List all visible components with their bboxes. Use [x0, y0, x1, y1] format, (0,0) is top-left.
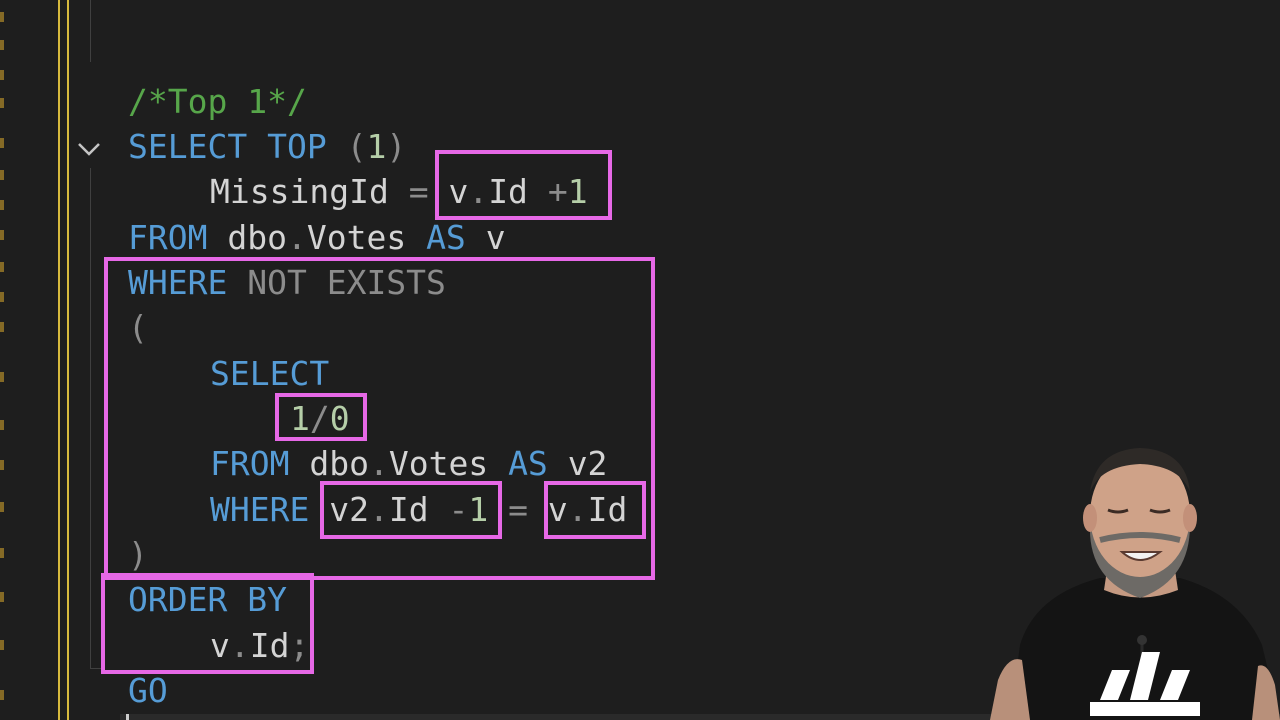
identifier-token: Votes: [306, 218, 407, 257]
code-line-open-paren[interactable]: (: [128, 308, 148, 348]
semicolon-token: ;: [289, 626, 310, 665]
keyword-token: ORDER: [128, 580, 228, 619]
highlight-box-not-exists: [104, 257, 655, 580]
number-token: 1: [290, 399, 310, 438]
identifier-token: Votes: [388, 444, 489, 483]
dot-token: .: [286, 218, 307, 257]
number-token: 1: [567, 172, 588, 211]
dot-token: .: [368, 444, 389, 483]
keyword-token: FROM: [210, 444, 290, 483]
keyword-token: EXISTS: [326, 263, 446, 302]
highlight-box-divide: [275, 393, 367, 441]
paren-token: (: [346, 127, 367, 166]
identifier-token: v: [485, 218, 506, 257]
paren-token: ): [128, 535, 148, 574]
keyword-token: NOT: [247, 263, 307, 302]
keyword-token: FROM: [128, 218, 208, 257]
number-token: 1: [468, 490, 489, 529]
identifier-token: Id: [488, 172, 528, 211]
operator-token: =: [508, 490, 528, 529]
code-line-select-top[interactable]: SELECT TOP (1): [128, 127, 406, 167]
identifier-token: v2: [329, 490, 369, 529]
highlight-box-v2-id: [320, 481, 502, 539]
identifier-token: v: [448, 172, 469, 211]
code-line-inner-select[interactable]: SELECT: [210, 354, 329, 394]
code-line-go[interactable]: GO: [128, 671, 168, 711]
identifier-token: Id: [388, 490, 429, 529]
keyword-token: WHERE: [128, 263, 228, 302]
operator-token: -: [448, 490, 469, 529]
code-line-close-paren[interactable]: ): [128, 535, 148, 575]
horizontal-scrollbar[interactable]: [120, 714, 1280, 720]
indent-guide: [90, 0, 91, 62]
keyword-token: BY: [247, 580, 287, 619]
dot-token: .: [468, 172, 489, 211]
identifier-token: v: [210, 626, 230, 665]
code-line-inner-where[interactable]: WHERE v2.Id -1 = v.Id: [210, 490, 627, 530]
code-line-from[interactable]: FROM dbo.Votes AS v: [128, 218, 506, 258]
highlight-box-expression: [435, 150, 612, 220]
indent-guide: [90, 168, 91, 668]
keyword-token: SELECT: [128, 127, 248, 166]
code-line-order-by[interactable]: ORDER BY: [128, 580, 287, 620]
dot-token: .: [229, 626, 250, 665]
code-line-missing-id[interactable]: MissingId = v.Id +1: [210, 172, 588, 212]
gutter-markers: [0, 0, 6, 720]
keyword-token: AS: [426, 218, 466, 257]
dot-token: .: [567, 490, 588, 529]
chevron-down-icon[interactable]: [76, 136, 102, 162]
change-indicator-bar: [67, 0, 69, 720]
keyword-token: GO: [128, 671, 168, 710]
dot-token: .: [368, 490, 389, 529]
highlight-box-v-id: [544, 481, 646, 539]
identifier-token: Id: [249, 626, 290, 665]
keyword-token: TOP: [267, 127, 327, 166]
operator-token: /: [309, 399, 330, 438]
identifier-token: v: [547, 490, 568, 529]
operator-token: +: [547, 172, 568, 211]
code-line-order-col[interactable]: v.Id;: [210, 626, 309, 666]
identifier-token: Id: [587, 490, 628, 529]
operator-token: =: [408, 172, 429, 211]
highlight-box-order-by: [101, 573, 314, 674]
identifier-token: v2: [567, 444, 608, 483]
code-line-inner-from[interactable]: FROM dbo.Votes AS v2: [210, 444, 607, 484]
number-token: 0: [329, 399, 350, 438]
code-line-comment[interactable]: /*Top 1*/: [128, 82, 307, 122]
identifier-token: dbo: [227, 218, 287, 257]
keyword-token: AS: [508, 444, 548, 483]
text-cursor: [126, 714, 129, 720]
keyword-token: SELECT: [210, 354, 330, 393]
paren-token: (: [128, 308, 148, 347]
indent-guide: [90, 668, 102, 669]
identifier-token: MissingId: [210, 172, 389, 211]
code-line-divide[interactable]: 1/0: [290, 399, 350, 439]
comment-token: /*Top 1*/: [128, 82, 307, 121]
identifier-token: dbo: [309, 444, 369, 483]
number-token: 1: [366, 127, 387, 166]
code-line-where-not-exists[interactable]: WHERE NOT EXISTS: [128, 263, 446, 303]
webcam-presenter-image: [990, 448, 1280, 720]
change-indicator-bar: [58, 0, 60, 720]
keyword-token: WHERE: [210, 490, 310, 529]
paren-token: ): [386, 127, 407, 166]
